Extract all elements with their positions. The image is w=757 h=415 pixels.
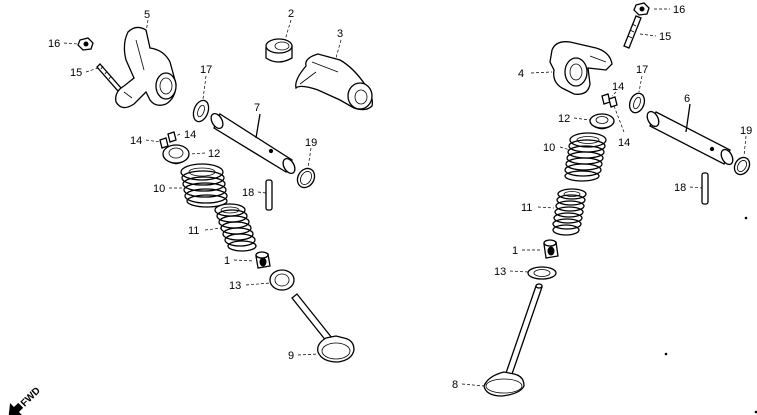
callout-left-17: 17 bbox=[200, 64, 212, 76]
callout-left-3: 3 bbox=[337, 28, 343, 40]
left-exhaust-valve-9 bbox=[291, 293, 355, 363]
right-rocker-shaft-6 bbox=[646, 110, 734, 166]
callout-right-13: 13 bbox=[494, 266, 506, 278]
left-rocker-arm-5 bbox=[115, 26, 177, 109]
right-stem-seal-1 bbox=[543, 239, 559, 259]
callout-right-1: 1 bbox=[512, 245, 518, 257]
left-rocker-holder-3 bbox=[295, 53, 374, 111]
speck bbox=[664, 352, 668, 356]
callout-left-14a: 14 bbox=[130, 135, 142, 147]
leader-right-11 bbox=[537, 206, 555, 209]
right-intake-valve-8 bbox=[483, 283, 543, 397]
callout-left-10: 10 bbox=[153, 183, 165, 195]
left-adjust-screw-15 bbox=[96, 63, 122, 92]
leader-left-14a bbox=[145, 139, 161, 143]
leader-right-19 bbox=[743, 135, 747, 157]
callout-right-18: 18 bbox=[674, 182, 686, 194]
leader-left-7 bbox=[255, 113, 261, 139]
leader-right-10 bbox=[559, 146, 571, 151]
callout-right-10: 10 bbox=[543, 142, 555, 154]
callout-right-19: 19 bbox=[740, 125, 752, 137]
left-retainer-12 bbox=[162, 144, 190, 165]
leader-left-14b bbox=[175, 133, 181, 137]
callout-right-14b: 14 bbox=[618, 137, 630, 149]
leader-left-1 bbox=[233, 259, 255, 262]
callout-left-2: 2 bbox=[288, 8, 294, 20]
left-nut-16 bbox=[77, 37, 94, 51]
leader-left-18 bbox=[257, 191, 267, 194]
leader-right-12 bbox=[573, 117, 591, 121]
callout-right-14a: 14 bbox=[612, 81, 624, 93]
leader-right-13 bbox=[509, 270, 529, 273]
leader-right-8 bbox=[461, 383, 485, 387]
leader-left-5 bbox=[145, 19, 149, 33]
callout-left-11: 11 bbox=[188, 225, 199, 237]
callout-left-15: 15 bbox=[70, 67, 82, 79]
right-retainer-12 bbox=[589, 113, 615, 130]
leader-right-6 bbox=[685, 103, 691, 133]
callout-left-16: 16 bbox=[48, 38, 60, 50]
leader-right-4 bbox=[530, 71, 553, 74]
leader-left-2 bbox=[284, 19, 292, 41]
right-nut-16 bbox=[633, 2, 650, 16]
callout-right-4: 4 bbox=[518, 68, 524, 80]
left-dowel-pin-18 bbox=[265, 179, 273, 211]
left-stem-seal-1 bbox=[255, 251, 271, 269]
fwd-direction-arrow: FWD bbox=[8, 385, 43, 415]
callout-left-19: 19 bbox=[305, 137, 317, 149]
left-washer-17 bbox=[192, 99, 210, 123]
leader-left-17 bbox=[202, 75, 207, 100]
left-oring-19 bbox=[296, 167, 316, 189]
leader-right-14b bbox=[613, 105, 625, 133]
left-rocker-shaft-7 bbox=[210, 112, 296, 175]
callout-right-8: 8 bbox=[452, 379, 458, 391]
right-oring-19 bbox=[733, 156, 751, 176]
callout-left-1: 1 bbox=[224, 255, 230, 267]
fwd-label: FWD bbox=[19, 385, 43, 409]
callout-left-7: 7 bbox=[254, 102, 260, 114]
callout-left-13: 13 bbox=[229, 280, 241, 292]
leader-right-17 bbox=[638, 75, 643, 93]
speck bbox=[744, 216, 748, 220]
right-dowel-pin-18 bbox=[701, 172, 709, 205]
leader-right-15 bbox=[639, 33, 657, 37]
callout-right-11: 11 bbox=[521, 202, 532, 214]
callout-right-12: 12 bbox=[558, 113, 570, 125]
leader-left-16 bbox=[63, 42, 79, 45]
right-spring-seat-13 bbox=[527, 266, 557, 280]
callout-right-15: 15 bbox=[659, 31, 671, 43]
left-outer-spring-10 bbox=[180, 163, 228, 208]
left-spring-seat-13 bbox=[269, 269, 295, 291]
right-inner-spring-11 bbox=[552, 188, 587, 236]
leader-left-19 bbox=[307, 147, 312, 169]
leader-left-12 bbox=[189, 152, 206, 155]
leader-left-13 bbox=[245, 282, 271, 286]
left-inner-spring-11 bbox=[214, 203, 257, 252]
right-cotters-14 bbox=[601, 93, 618, 108]
right-adjust-screw-15 bbox=[623, 15, 642, 49]
leader-right-14a bbox=[611, 91, 617, 97]
callout-left-5: 5 bbox=[144, 9, 150, 21]
left-cotters-14 bbox=[159, 131, 177, 149]
right-rocker-arm-4 bbox=[549, 41, 613, 95]
leader-left-9 bbox=[297, 353, 319, 356]
callout-left-9: 9 bbox=[288, 350, 294, 362]
callout-right-6: 6 bbox=[684, 93, 690, 105]
leader-left-3 bbox=[335, 39, 342, 59]
right-washer-17 bbox=[628, 92, 646, 114]
left-cap-2 bbox=[265, 38, 293, 63]
callout-left-18: 18 bbox=[242, 187, 254, 199]
callout-right-17: 17 bbox=[636, 64, 648, 76]
leader-right-18 bbox=[689, 186, 703, 189]
callout-left-14b: 14 bbox=[184, 129, 196, 141]
leader-left-15 bbox=[85, 67, 99, 73]
callout-left-12: 12 bbox=[208, 148, 220, 160]
right-outer-spring-10 bbox=[564, 132, 607, 182]
leader-left-11 bbox=[204, 227, 223, 231]
callout-right-16: 16 bbox=[673, 4, 685, 16]
